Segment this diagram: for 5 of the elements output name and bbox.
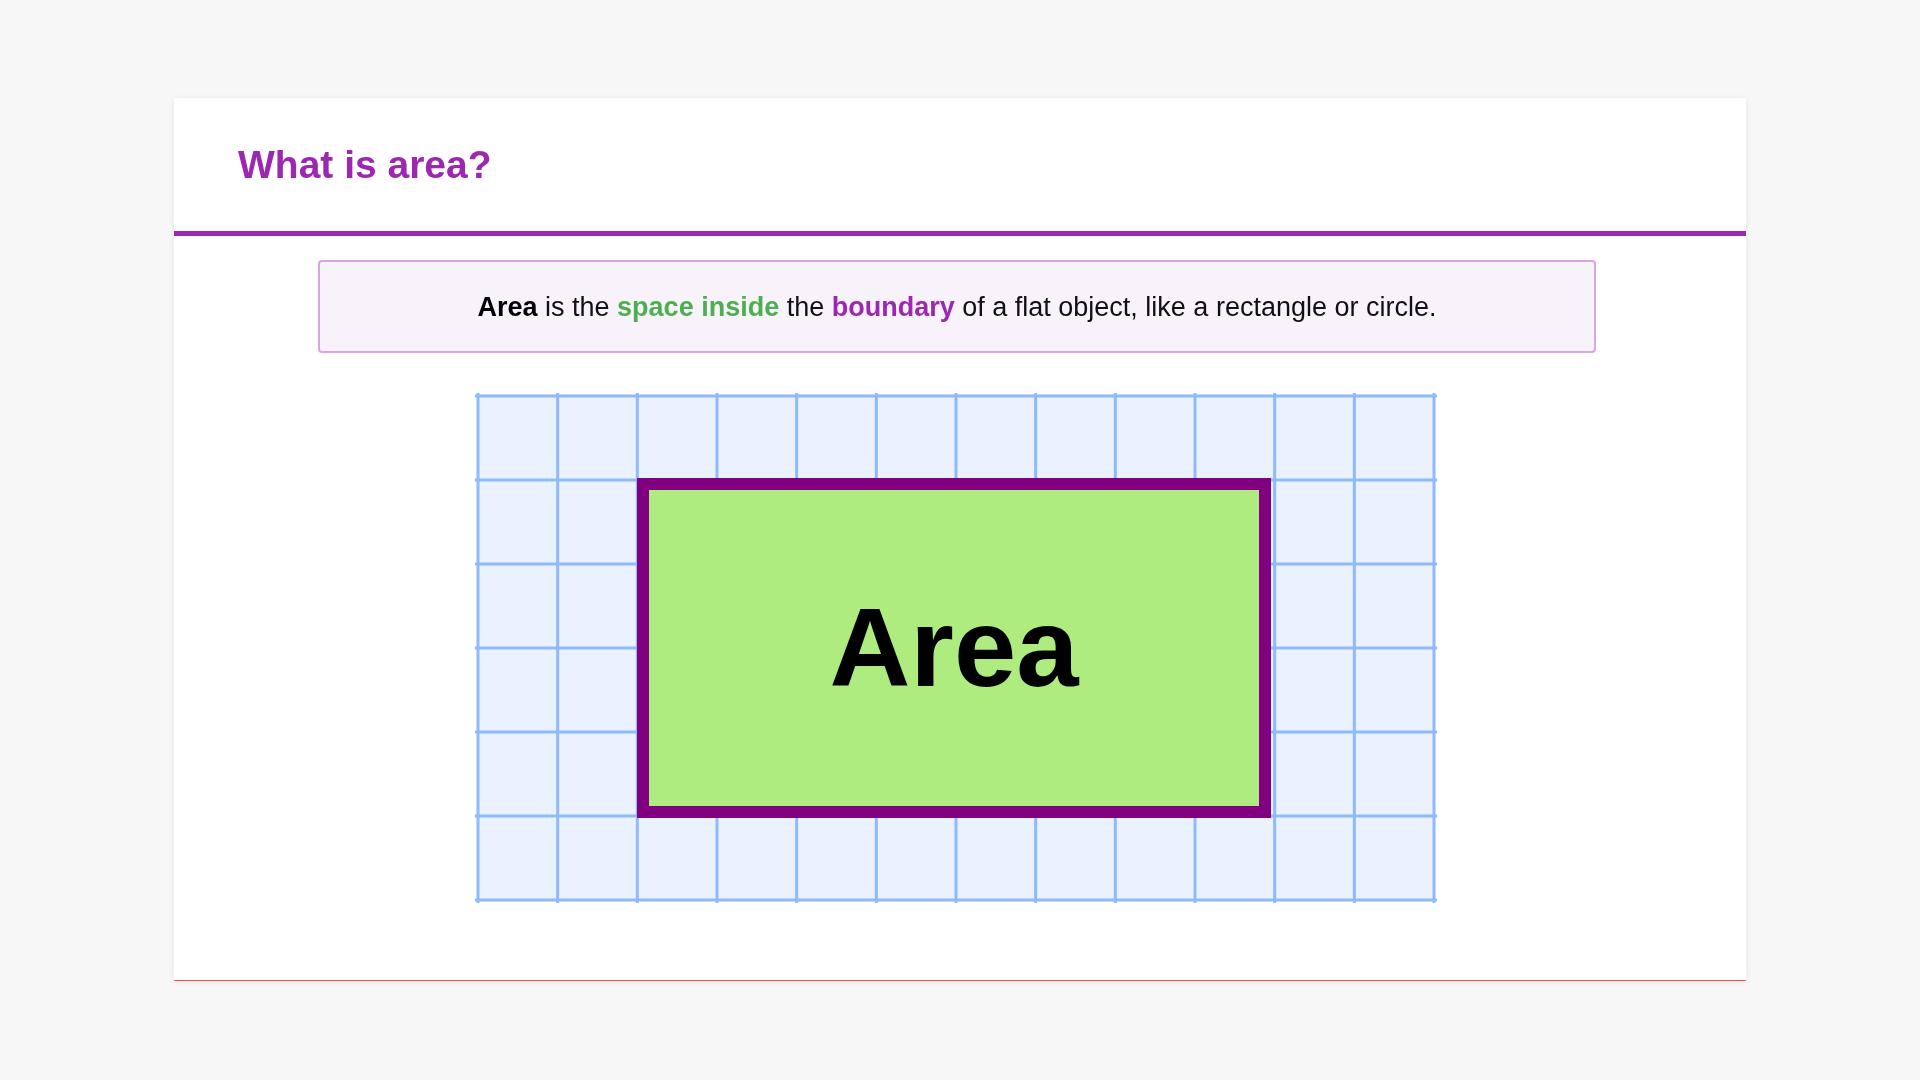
definition-text: Area is the space inside the boundary of a flat object, like a rectangle or circle. xyxy=(477,290,1437,324)
area-rectangle xyxy=(637,478,1271,818)
area-label: Area xyxy=(829,584,1079,712)
slide-title: What is area? xyxy=(238,142,492,188)
definition-box xyxy=(318,260,1596,353)
